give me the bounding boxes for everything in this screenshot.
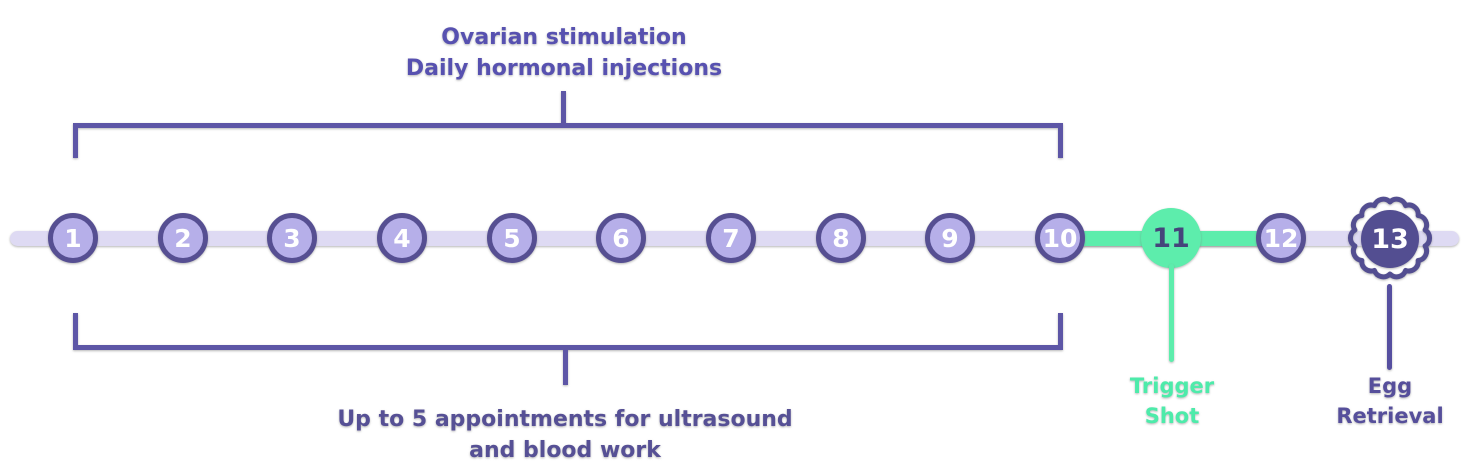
timeline-day-2: 2 bbox=[158, 213, 208, 263]
stimulation-label: Ovarian stimulation Daily hormonal injec… bbox=[314, 22, 814, 84]
trigger-shot-label-line2: Shot bbox=[1144, 404, 1200, 428]
timeline-day-4: 4 bbox=[377, 213, 427, 263]
bottom-bracket bbox=[73, 313, 1063, 350]
appointments-label-line1: Up to 5 appointments for ultrasound bbox=[337, 407, 793, 432]
egg-retrieval-label-line1: Egg bbox=[1367, 374, 1413, 398]
stimulation-label-line2: Daily hormonal injections bbox=[405, 56, 723, 81]
egg-retrieval-label-line2: Retrieval bbox=[1336, 404, 1444, 428]
timeline-day-13-retrieval: 13 bbox=[1361, 210, 1419, 268]
timeline-day-10: 10 bbox=[1035, 213, 1085, 263]
egg-retrieval-label: Egg Retrieval bbox=[1320, 371, 1460, 431]
trigger-shot-label-line1: Trigger bbox=[1129, 374, 1215, 398]
top-bracket-tick bbox=[561, 91, 566, 125]
appointments-label: Up to 5 appointments for ultrasound and … bbox=[265, 404, 865, 466]
timeline-day-1: 1 bbox=[48, 213, 98, 263]
appointments-label-line2: and blood work bbox=[469, 438, 661, 463]
top-bracket bbox=[73, 123, 1063, 158]
timeline-day-12: 12 bbox=[1256, 213, 1306, 263]
trigger-shot-label: Trigger Shot bbox=[1102, 371, 1242, 431]
retrieval-badge-ring bbox=[1347, 196, 1433, 280]
timeline-day-11-trigger: 11 bbox=[1141, 208, 1201, 268]
timeline-day-3: 3 bbox=[267, 213, 317, 263]
trigger-shot-connector bbox=[1169, 264, 1174, 362]
timeline-day-6: 6 bbox=[596, 213, 646, 263]
timeline-day-8: 8 bbox=[816, 213, 866, 263]
egg-retrieval-connector bbox=[1387, 284, 1392, 370]
stimulation-label-line1: Ovarian stimulation bbox=[441, 25, 687, 50]
timeline-day-7: 7 bbox=[706, 213, 756, 263]
timeline-day-5: 5 bbox=[487, 213, 537, 263]
timeline-day-9: 9 bbox=[925, 213, 975, 263]
bottom-bracket-tick bbox=[563, 348, 568, 385]
